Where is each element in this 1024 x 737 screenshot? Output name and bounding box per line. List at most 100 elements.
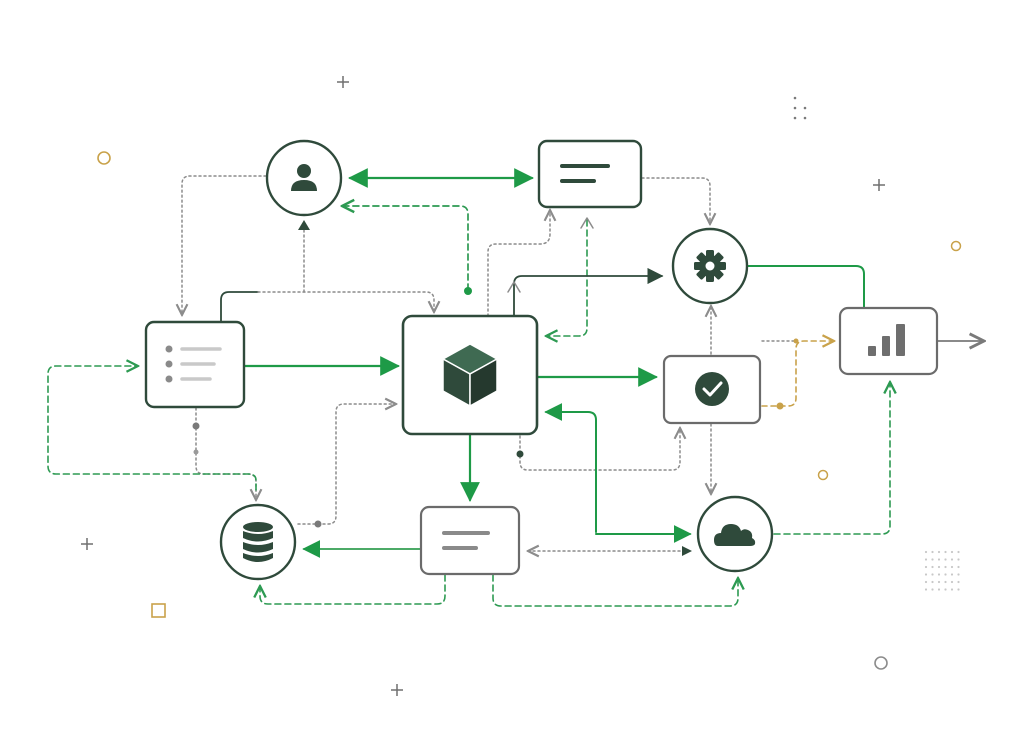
grid-dot [937,588,941,591]
edge-dot [516,450,524,458]
grid-dot [957,573,960,576]
grid-dot [937,558,941,561]
plus-icon [391,684,403,696]
node-check[interactable] [662,354,762,425]
arrowhead [507,281,521,293]
edge-list-to-database [195,407,256,500]
grid-dot [931,550,934,554]
edge-user-to-list [182,175,267,315]
edge-dot [793,338,799,344]
node-analytics[interactable] [838,306,939,376]
edge-text-top-to-settings [641,177,710,224]
cloud-icon [714,524,756,546]
grid-dot [957,565,960,569]
grid-dot [957,558,960,561]
check-circle-icon [695,372,729,406]
dot-cluster [793,96,807,120]
grid-dot [950,580,954,584]
gear-icon [694,250,726,282]
edge-list-to-user-dotted [257,291,434,312]
node-text-top[interactable] [537,139,643,209]
arrowhead [298,220,310,230]
grid-dot [957,550,960,554]
edge-hub-to-user [342,206,469,291]
edge-settings-to-analytics [747,265,865,308]
arrowhead [682,546,692,556]
text-lines-icon [560,164,610,183]
grid-dot [950,565,954,569]
edge-dot [314,520,322,528]
edge-hub-to-check-dotted [519,428,680,471]
database-icon [243,522,273,562]
grid-dot [931,580,934,584]
grid-dot [937,550,941,554]
node-text-bottom[interactable] [419,505,521,576]
node-hub[interactable] [401,314,539,436]
grid-dot [924,580,928,584]
grid-dot [944,573,947,576]
grid-dot [931,588,934,591]
deco-ring [950,240,962,252]
deco-ring [817,469,829,481]
edge-dot [776,402,784,410]
grid-dot [944,558,947,561]
plus-icon [873,179,885,191]
list-icon [165,345,222,383]
grid-dot [944,565,947,569]
user-icon [291,164,317,191]
edge-database-to-list [47,366,257,491]
edge-list-to-user [220,291,259,322]
node-database[interactable] [219,503,297,581]
node-settings[interactable] [671,227,749,305]
deco-ring [874,656,888,670]
edge-dot [192,422,200,430]
grid-dot [924,565,928,569]
edge-text-bottom-to-database-dashed [260,574,446,605]
edge-dot [464,287,472,295]
edge-hub-to-settings [513,267,664,317]
edge-cloud-to-hub [544,403,597,533]
grid-dot [924,573,928,576]
grid-dot [931,573,934,576]
grid-dot [957,588,960,591]
node-list[interactable] [144,320,246,409]
grid-dot [944,588,947,591]
edge-check-to-analytics [761,341,834,407]
grid-dot [944,550,947,554]
dot-grid [924,550,960,591]
bar-chart-icon [868,324,905,356]
edge-cloud-to-analytics [773,382,890,535]
grid-dot [950,573,954,576]
grid-dot [931,558,934,561]
node-user[interactable] [265,139,343,217]
grid-dot [957,580,960,584]
grid-dot [937,573,941,576]
cube-icon [441,343,499,408]
grid-dot [924,558,928,561]
edges [47,168,984,607]
edge-dot [193,449,199,455]
edge-text-top-to-hub [546,219,588,336]
grid-dot [937,580,941,584]
edge-database-to-hub [297,404,396,525]
text-lines-icon [442,531,490,550]
deco-square [151,603,166,618]
grid-dot [924,588,928,591]
grid-dot [931,565,934,569]
grid-dot [950,588,954,591]
edge-hub-to-text-top [487,210,550,317]
grid-dot [950,558,954,561]
grid-dot [944,580,947,584]
grid-dot [950,550,954,554]
grid-dot [924,550,928,554]
edge-text-bottom-to-cloud-dashed [492,574,738,607]
deco-ring [97,151,111,165]
plus-icon [81,538,93,550]
plus-icon [337,76,349,88]
grid-dot [937,565,941,569]
decorations [81,76,962,696]
node-cloud[interactable] [696,495,774,573]
arrowhead [580,217,594,229]
